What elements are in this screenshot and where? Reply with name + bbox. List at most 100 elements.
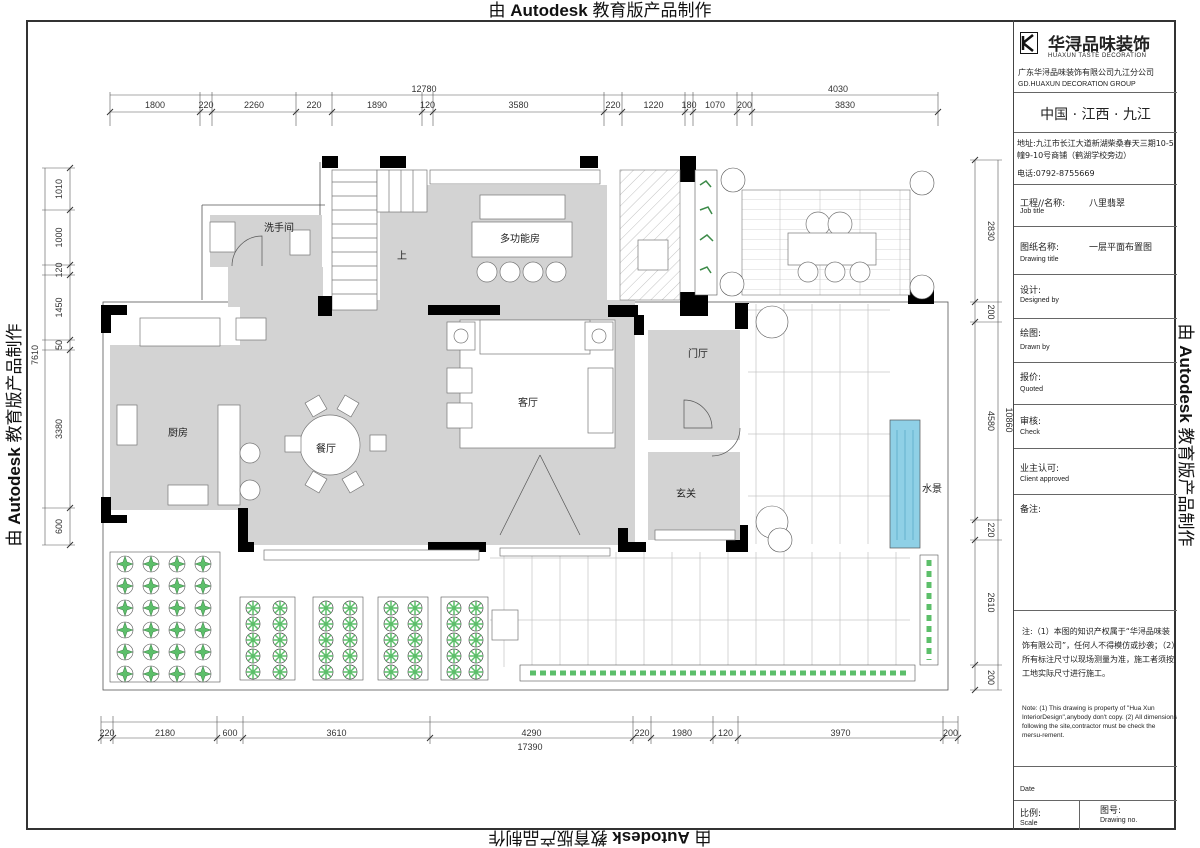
dim-bottom-segment: 220 xyxy=(99,728,114,738)
dim-slash xyxy=(971,516,979,524)
dim-right-segment: 4580 xyxy=(986,411,996,431)
drawn-label: 绘图: xyxy=(1020,329,1042,339)
shrub-icon xyxy=(142,621,160,639)
dim-top-total-right: 4030 xyxy=(828,84,848,94)
flower-icon xyxy=(468,616,484,632)
dim-top-segment: 220 xyxy=(306,100,321,110)
shrub-icon xyxy=(194,643,212,661)
dim-slash xyxy=(66,346,74,354)
drawing-title-label-en: Drawing title xyxy=(1020,256,1059,263)
flower-icon xyxy=(272,648,288,664)
designer-label: 设计: xyxy=(1020,286,1042,296)
shrub-icon xyxy=(142,577,160,595)
dim-top-segment: 3830 xyxy=(835,100,855,110)
dim-slash xyxy=(66,336,74,344)
dim-slash xyxy=(618,108,626,116)
designer-label-en: Designed by xyxy=(1020,297,1059,304)
shrub-icon xyxy=(194,665,212,683)
dim-left-segment: 600 xyxy=(54,519,64,534)
shrub-icon xyxy=(142,643,160,661)
region-label: 中国 · 江西 · 九江 xyxy=(1040,107,1151,123)
dim-slash xyxy=(66,164,74,172)
flower-icon xyxy=(383,632,399,648)
shrub-icon xyxy=(116,621,134,639)
scale-label-en: Scale xyxy=(1020,820,1038,827)
dim-slash xyxy=(426,734,434,742)
flower-icon xyxy=(468,632,484,648)
shrub-icon xyxy=(168,555,186,573)
client-label: 业主认可: xyxy=(1020,464,1060,474)
flower-icon xyxy=(245,664,261,680)
dim-bottom-segment: 600 xyxy=(222,728,237,738)
furniture xyxy=(116,169,877,641)
drawing-frame xyxy=(26,20,1176,830)
dim-slash xyxy=(292,108,300,116)
flower-icon xyxy=(342,632,358,648)
drawing-title-value: 一层平面布置图 xyxy=(1089,243,1153,253)
address: 地址:九江市长江大道新湖柴桑春天三期10-5幢9-10号商铺（鹤湖学校旁边） xyxy=(1017,139,1174,160)
job-title-label: 工程//名称: xyxy=(1020,199,1066,209)
flower-icon xyxy=(245,600,261,616)
courtyard-tile-south xyxy=(490,552,910,667)
dim-slash xyxy=(196,108,204,116)
flower-icon xyxy=(383,616,399,632)
dim-top-segment: 120 xyxy=(420,100,435,110)
dim-top-segment: 1070 xyxy=(705,100,725,110)
shrub-icon xyxy=(194,577,212,595)
check-label: 审核: xyxy=(1020,417,1042,427)
room-label-multi: 多功能房 xyxy=(500,234,540,245)
company-name-cn: 广东华浔品味装饰有限公司九江分公司 xyxy=(1018,68,1154,77)
dim-slash xyxy=(971,661,979,669)
flower-icon xyxy=(407,664,423,680)
flower-icon xyxy=(342,616,358,632)
dim-bottom-segment: 220 xyxy=(634,728,649,738)
remark-label: 备注: xyxy=(1020,505,1042,515)
dim-bottom-segment: 2180 xyxy=(155,728,175,738)
dim-right-segment: 2610 xyxy=(986,592,996,612)
dim-slash xyxy=(66,271,74,279)
dim-slash xyxy=(66,206,74,214)
dim-right-segment: 2830 xyxy=(986,221,996,241)
flower-icon xyxy=(318,664,334,680)
shrub-icon xyxy=(194,555,212,573)
planter-south xyxy=(519,664,916,682)
flower-icon xyxy=(245,616,261,632)
scale-label: 比例: xyxy=(1020,809,1042,819)
room-label-water: 水景 xyxy=(922,484,942,495)
logo-mark-icon xyxy=(1020,32,1038,54)
dim-top-segment: 1800 xyxy=(145,100,165,110)
flower-icon xyxy=(446,648,462,664)
courtyard-tile-east xyxy=(748,304,890,544)
dim-slash xyxy=(689,108,697,116)
dim-left-segment: 1450 xyxy=(54,297,64,317)
shrub-icon xyxy=(168,665,186,683)
lawn-blocks xyxy=(109,551,489,683)
note-cn: 注:（1）本图的知识产权属于“华浔品味装饰有限公司”，任何人不得模仿或抄袭；（2… xyxy=(1022,627,1176,678)
dim-slash xyxy=(971,156,979,164)
dim-top-segment: 1220 xyxy=(643,100,663,110)
dim-bottom-segment: 200 xyxy=(943,728,958,738)
check-label-en: Check xyxy=(1020,429,1040,436)
shrub-icon xyxy=(116,643,134,661)
shrub-icon xyxy=(168,621,186,639)
drawing-no-label-en: Drawing no. xyxy=(1100,817,1138,824)
dim-slash xyxy=(109,734,117,742)
dim-slash xyxy=(681,108,689,116)
dim-slash xyxy=(939,734,947,742)
terrace-hatched xyxy=(619,169,681,301)
flower-icon xyxy=(272,664,288,680)
flower-icon xyxy=(407,600,423,616)
dim-right-segment: 220 xyxy=(986,522,996,537)
dim-bottom-segment: 4290 xyxy=(521,728,541,738)
title-block: 华浔品味装饰 HUAXUN TASTE DECORATION 广东华浔品味装饰有… xyxy=(1013,20,1177,830)
dim-right-segment: 200 xyxy=(986,304,996,319)
shrub-icon xyxy=(116,665,134,683)
shrub-icon xyxy=(194,599,212,617)
room-label-gate-hall: 门厅 xyxy=(688,349,708,360)
date-label: Date xyxy=(1020,786,1035,793)
flower-icon xyxy=(342,664,358,680)
dim-slash xyxy=(66,541,74,549)
room-label-toilet: 洗手间 xyxy=(264,223,294,234)
floor-plan: 1278040301800220226022018901203580220122… xyxy=(30,84,1013,752)
shrub-icon xyxy=(168,577,186,595)
